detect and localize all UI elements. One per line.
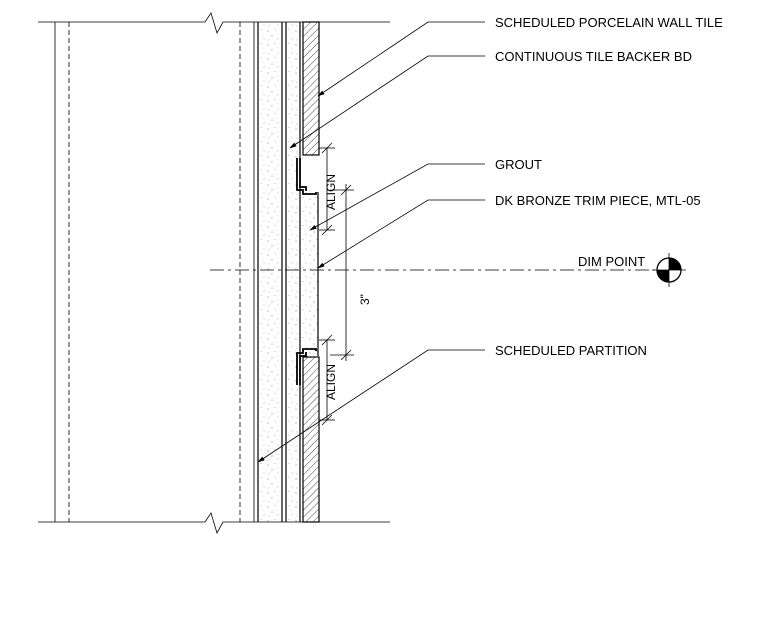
dimension-point-target-icon xyxy=(652,253,686,287)
trim-height-label: 3" xyxy=(358,294,372,305)
align-dimension-top xyxy=(319,142,335,236)
label-tile-backer-board: CONTINUOUS TILE BACKER BD xyxy=(495,49,692,64)
leader-trim xyxy=(317,199,485,269)
leader-tile xyxy=(317,21,485,97)
tile-backer-board xyxy=(285,22,301,522)
label-dim-point: DIM POINT xyxy=(578,254,645,269)
label-porcelain-wall-tile: SCHEDULED PORCELAIN WALL TILE xyxy=(495,15,723,30)
label-scheduled-partition: SCHEDULED PARTITION xyxy=(495,343,647,358)
align-label-bottom: ALIGN xyxy=(324,364,338,400)
porcelain-tile-upper xyxy=(302,21,320,156)
trim-piece-bottom xyxy=(296,348,317,385)
label-trim-piece: DK BRONZE TRIM PIECE, MTL-05 xyxy=(495,193,701,208)
align-dimension-bottom xyxy=(319,334,335,426)
trim-height-dimension xyxy=(330,184,354,361)
partition-framing xyxy=(54,22,255,522)
leader-backer xyxy=(289,55,485,149)
leader-partition xyxy=(257,349,485,463)
break-line-top xyxy=(38,12,390,35)
label-grout: GROUT xyxy=(495,157,542,172)
align-label-top: ALIGN xyxy=(324,174,338,210)
break-line-bottom xyxy=(38,512,390,535)
gypsum-board-layer xyxy=(257,22,283,522)
trim-piece-top xyxy=(296,158,317,195)
grout-joint xyxy=(300,192,318,356)
leader-grout xyxy=(309,163,485,231)
porcelain-tile-lower xyxy=(302,356,320,523)
